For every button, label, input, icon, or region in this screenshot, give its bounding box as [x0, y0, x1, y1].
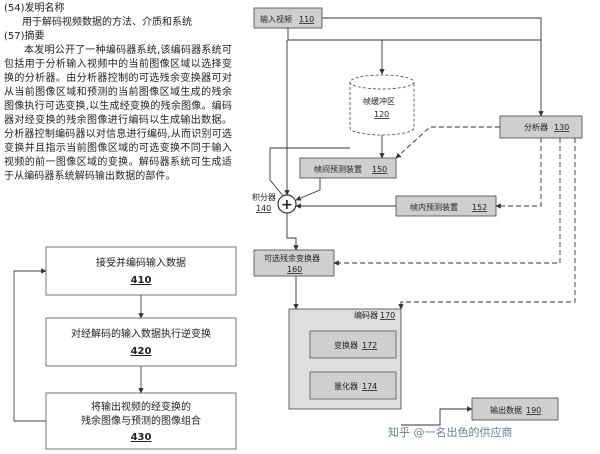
analyzer-control-dashed-lines [333, 126, 576, 310]
abstract-text: 本发明公开了一种编码器系统,该编码器系统可包括用于分析输入视频中的当前图像区域以… [4, 45, 232, 182]
frame-buffer-cylinder: 帧缓冲区 120 [349, 74, 415, 136]
field-54-number: (54) [4, 3, 25, 14]
analyzer-box: 分析器 130 [499, 115, 583, 139]
step-430-ref: 430 [131, 432, 152, 443]
patent-text-block: (54)发明名称 用于解码视频数据的方法、介质和系统 (57)摘要 本发明公开了… [4, 2, 232, 184]
analyzer-label: 分析器 [524, 122, 548, 132]
summer-label: 积分器 [252, 192, 276, 202]
flowchart-step-430: 将输出视频的经变换的 残余图像与预测的图像组合 430 [45, 392, 237, 450]
field-57-label: 摘要 [24, 31, 45, 42]
selectable-transformer-box: 可选残余变换器 160 [253, 249, 335, 277]
field-54-label: 发明名称 [24, 3, 65, 14]
step-430-label-line1: 将输出视频的经变换的 [91, 400, 191, 413]
output-data-box: 输出数据 190 [471, 397, 559, 421]
intra-prediction-label: 帧内预测装置 [410, 202, 458, 212]
selectable-transformer-label: 可选残余变换器 [264, 253, 320, 263]
intra-prediction-ref: 152 [472, 203, 487, 212]
block-diagram-arrows [269, 17, 544, 426]
invention-title: 用于解码视频数据的方法、介质和系统 [22, 17, 192, 28]
quantizer-ref: 174 [362, 382, 377, 391]
output-data-ref: 190 [526, 406, 541, 415]
flowchart-arrows [13, 268, 144, 422]
transformer-ref: 172 [362, 341, 377, 350]
field-57-line: (57)摘要 [4, 30, 232, 44]
step-410-label: 接受并编码输入数据 [96, 256, 186, 269]
field-57-number: (57) [4, 31, 25, 42]
inter-prediction-ref: 150 [372, 165, 387, 174]
output-data-label: 输出数据 [490, 405, 522, 415]
selectable-transformer-ref: 160 [287, 265, 302, 274]
inter-prediction-box: 帧间预测装置 150 [299, 157, 397, 179]
encoder-ref: 170 [380, 311, 395, 320]
field-54-line: (54)发明名称 [4, 2, 232, 16]
frame-buffer-label: 帧缓冲区 [363, 96, 395, 106]
summer-node: + 积分器 140 [252, 192, 297, 214]
quantizer-label: 量化器 [334, 381, 358, 391]
plus-icon: + [281, 197, 293, 213]
step-430-label-line2: 残余图像与预测的图像组合 [81, 414, 201, 427]
watermark-text: 知乎 @一名出色的供应商 [388, 425, 513, 439]
flowchart-step-410: 接受并编码输入数据 410 [45, 246, 237, 296]
frame-buffer-ref: 120 [374, 110, 389, 119]
input-video-box: 输入视频 110 [253, 7, 323, 29]
transformer-label: 变换器 [334, 340, 358, 350]
analyzer-ref: 130 [554, 123, 569, 132]
flowchart-step-420: 对经解码的输入数据执行逆变换 420 [45, 317, 237, 367]
summer-ref: 140 [256, 204, 271, 213]
intra-prediction-box: 帧内预测装置 152 [395, 195, 497, 217]
step-410-ref: 410 [131, 275, 152, 286]
step-420-ref: 420 [131, 346, 152, 357]
input-video-ref: 110 [299, 15, 314, 24]
inter-prediction-label: 帧间预测装置 [314, 164, 362, 174]
encoder-box: 编码器 170 变换器 172 量化器 174 [288, 308, 402, 410]
encoder-label: 编码器 [354, 310, 378, 320]
input-video-label: 输入视频 [260, 14, 292, 24]
step-420-label: 对经解码的输入数据执行逆变换 [71, 327, 211, 340]
